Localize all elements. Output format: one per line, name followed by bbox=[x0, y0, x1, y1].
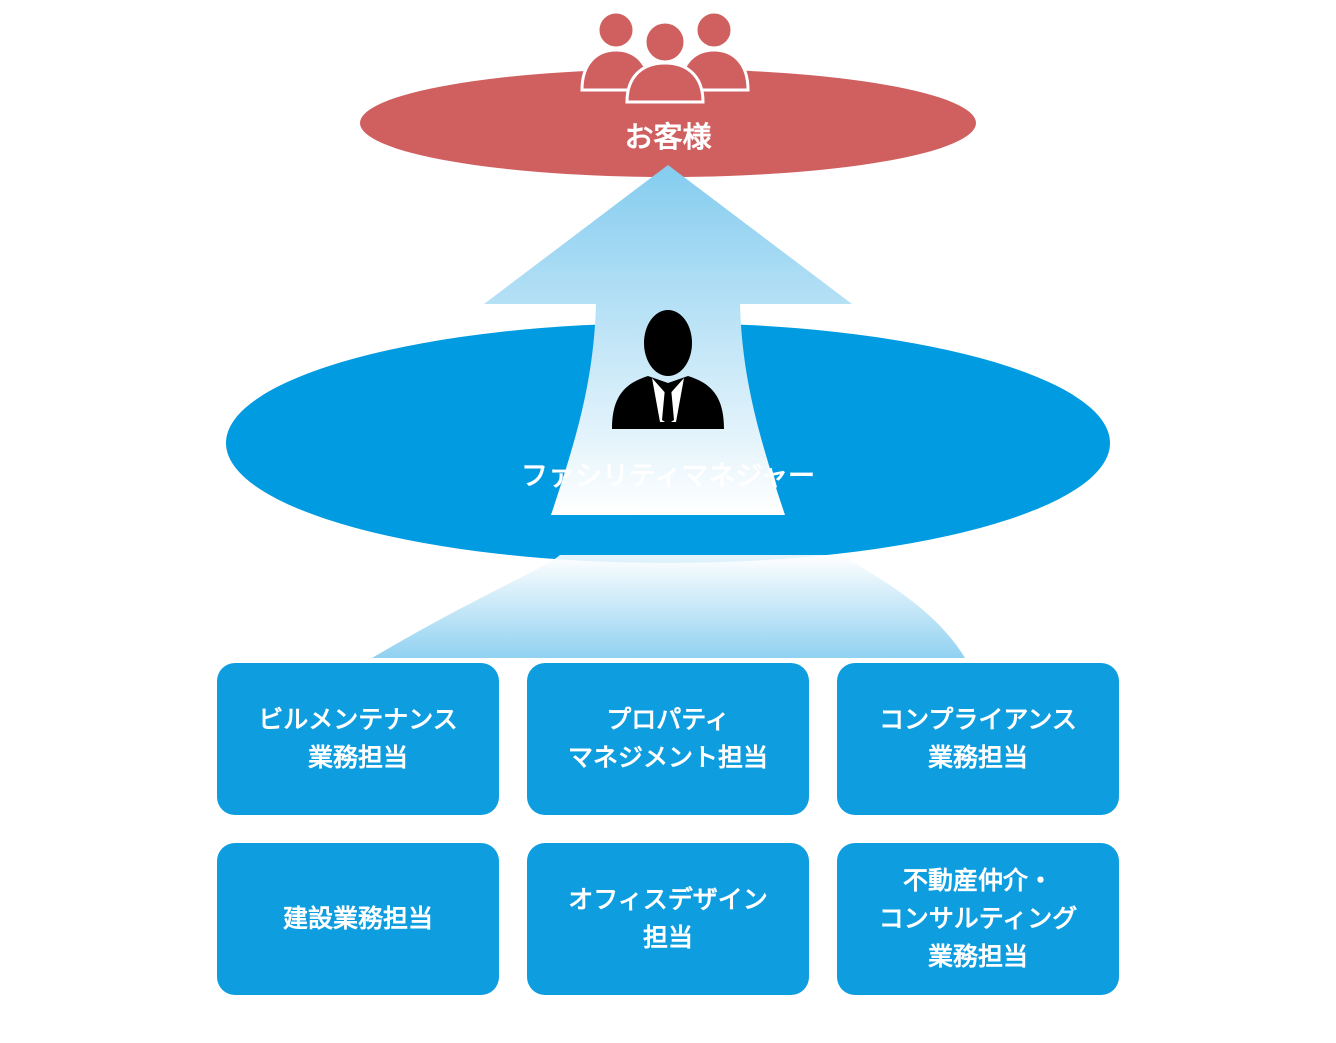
role-label-line: コンプライアンス bbox=[879, 705, 1077, 734]
businessman-icon bbox=[612, 310, 724, 429]
role-label-line: 担当 bbox=[642, 923, 693, 952]
role-box-property-management: プロパティ マネジメント担当 bbox=[527, 663, 809, 815]
role-label-line: 業務担当 bbox=[927, 942, 1028, 971]
role-label-line: ビルメンテナンス bbox=[258, 705, 458, 734]
role-label-line: コンサルティング bbox=[878, 904, 1078, 933]
role-label-line: マネジメント担当 bbox=[567, 743, 768, 772]
support-fan-shape bbox=[372, 555, 965, 658]
role-box-real-estate-consulting: 不動産仲介・ コンサルティング 業務担当 bbox=[837, 843, 1119, 995]
role-label-line: 不動産仲介・ bbox=[902, 866, 1053, 895]
role-box-office-design: オフィスデザイン 担当 bbox=[527, 843, 809, 995]
role-box-building-maintenance: ビルメンテナンス 業務担当 bbox=[217, 663, 499, 815]
manager-label: ファシリティマネジャー bbox=[520, 461, 816, 492]
group-of-people-icon bbox=[580, 10, 750, 104]
role-label-line: プロパティ bbox=[606, 705, 730, 734]
role-label-line: 業務担当 bbox=[307, 743, 408, 772]
role-box-compliance: コンプライアンス 業務担当 bbox=[837, 663, 1119, 815]
customer-label: お客様 bbox=[624, 120, 712, 154]
role-label-line: 建設業務担当 bbox=[282, 904, 433, 933]
role-box-construction: 建設業務担当 bbox=[217, 843, 499, 995]
role-label-line: 業務担当 bbox=[927, 743, 1028, 772]
role-label-line: オフィスデザイン bbox=[568, 885, 768, 914]
customer-ellipse bbox=[360, 69, 976, 177]
